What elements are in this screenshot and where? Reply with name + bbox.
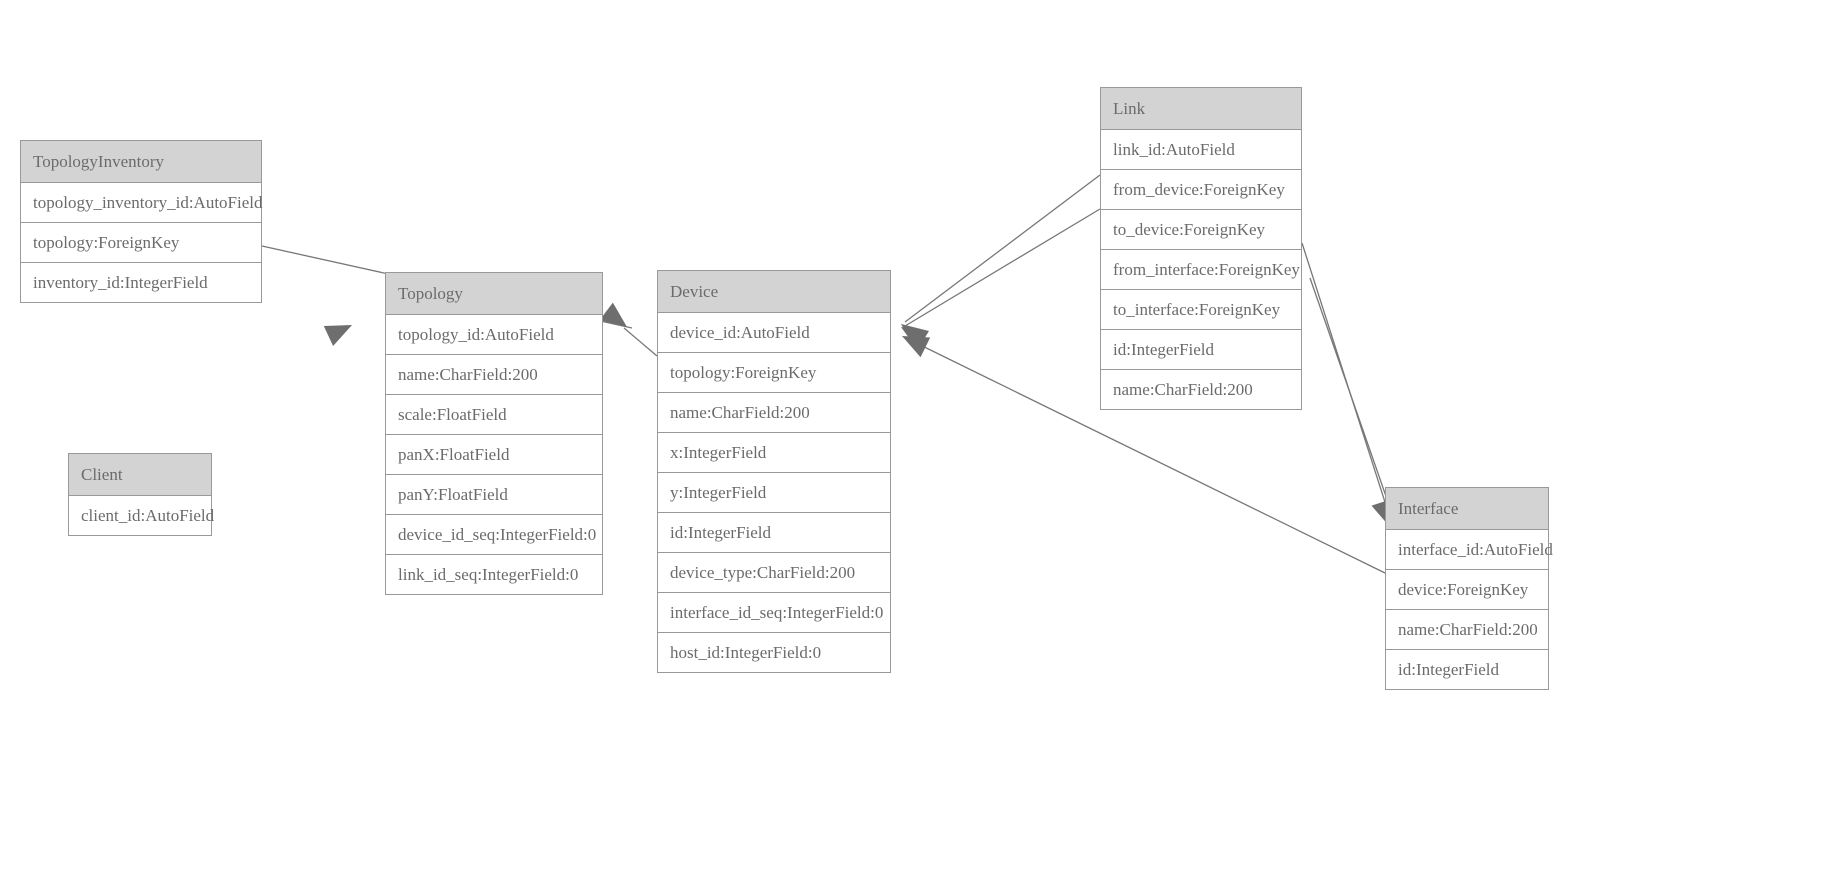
entity-field: name:CharField:200 xyxy=(1101,370,1301,409)
relation-line xyxy=(904,208,1101,327)
entity-field: device_id_seq:IntegerField:0 xyxy=(386,515,602,555)
relation-line xyxy=(1309,277,1397,526)
entity-field: scale:FloatField xyxy=(386,395,602,435)
entity-field: client_id:AutoField xyxy=(69,496,214,535)
entity-field: link_id_seq:IntegerField:0 xyxy=(386,555,602,594)
entity-field: panY:FloatField xyxy=(386,475,602,515)
relation-arrowhead xyxy=(599,302,627,327)
entity-field: link_id:AutoField xyxy=(1101,130,1301,170)
entity-field: host_id:IntegerField:0 xyxy=(658,633,890,672)
entity-field: x:IntegerField xyxy=(658,433,890,473)
entity-field: device_id:AutoField xyxy=(658,313,890,353)
entity-field: interface_id:AutoField xyxy=(1386,530,1553,570)
entity-field: to_device:ForeignKey xyxy=(1101,210,1301,250)
entity-field: topology:ForeignKey xyxy=(21,223,261,263)
entity-title: TopologyInventory xyxy=(21,141,261,183)
relation-arrowhead xyxy=(902,336,931,358)
entity-title: Device xyxy=(658,271,890,313)
entity-field: device:ForeignKey xyxy=(1386,570,1548,610)
entity-field: y:IntegerField xyxy=(658,473,890,513)
relation-arrowhead xyxy=(323,325,352,346)
relation-link-from_device xyxy=(901,174,1101,349)
entity-field: name:CharField:200 xyxy=(1386,610,1548,650)
entity-field: id:IntegerField xyxy=(658,513,890,553)
entity-field: topology_id:AutoField xyxy=(386,315,602,355)
relation-line xyxy=(1301,242,1393,525)
entity-title: Topology xyxy=(386,273,602,315)
entity-field: from_device:ForeignKey xyxy=(1101,170,1301,210)
entity-field: name:CharField:200 xyxy=(658,393,890,433)
relation-device-topology xyxy=(599,302,658,357)
entity-field: id:IntegerField xyxy=(1101,330,1301,370)
entity-field: topology:ForeignKey xyxy=(658,353,890,393)
entity-field: interface_id_seq:IntegerField:0 xyxy=(658,593,890,633)
relation-link-to_device xyxy=(901,208,1101,350)
entity-field: name:CharField:200 xyxy=(386,355,602,395)
entity-field: id:IntegerField xyxy=(1386,650,1548,689)
entity-title: Interface xyxy=(1386,488,1548,530)
entity-field: panX:FloatField xyxy=(386,435,602,475)
relation-line xyxy=(623,327,658,357)
relation-arrowhead xyxy=(901,324,929,349)
entity-field: inventory_id:IntegerField xyxy=(21,263,261,302)
entity-field: to_interface:ForeignKey xyxy=(1101,290,1301,330)
entity-title: Client xyxy=(69,454,211,496)
entity-title: Link xyxy=(1101,88,1301,130)
entity-field: from_interface:ForeignKey xyxy=(1101,250,1301,290)
entity-field: topology_inventory_id:AutoField xyxy=(21,183,263,223)
relation-arrowhead xyxy=(901,327,929,350)
entity-field: device_type:CharField:200 xyxy=(658,553,890,593)
relation-line xyxy=(904,174,1101,323)
